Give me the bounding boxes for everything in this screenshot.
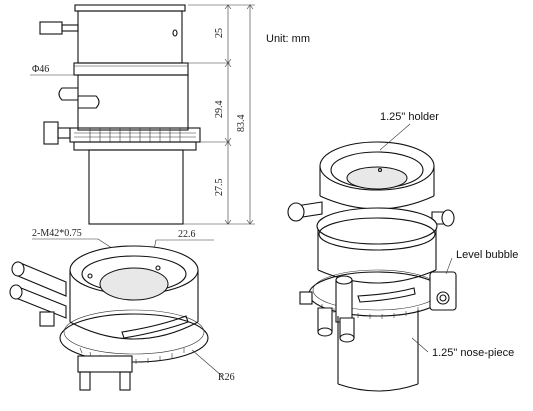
dim-diameter: Φ46 <box>32 64 49 75</box>
callout-holder: 1.25" holder <box>380 111 439 123</box>
dim-inner: 22.6 <box>178 229 196 240</box>
nosepiece-tube <box>88 149 184 225</box>
iso-view-right: 1.25" holder Level bubble <box>287 111 518 392</box>
iso-view-left: 2-M42*0.75 22.6 <box>9 228 235 391</box>
top-cylinder <box>77 10 183 64</box>
dim-thread: 2-M42*0.75 <box>32 228 82 239</box>
dim-radius: R26 <box>218 372 235 383</box>
base-ring <box>59 313 209 363</box>
callout-bubble: Level bubble <box>456 249 518 261</box>
left-body-walls <box>69 270 199 322</box>
dim-mid-height: 29.4 <box>214 101 225 119</box>
callout-nosepiece: 1.25" nose-piece <box>432 347 514 359</box>
mid-ring-top <box>316 207 438 245</box>
screw-left <box>39 311 55 327</box>
top-knob <box>39 21 63 35</box>
slot <box>121 315 189 339</box>
dim-total-height: 83.4 <box>236 115 247 133</box>
holder-bore <box>346 166 408 190</box>
level-bubble-housing <box>429 271 457 311</box>
nosepiece-walls <box>337 310 419 384</box>
top-rim <box>74 4 186 12</box>
unit-label: Unit: mm <box>266 33 310 45</box>
mid-body <box>77 74 189 131</box>
dim-bottom-height: 27.5 <box>214 179 225 197</box>
dim-top-height: 25 <box>214 28 225 38</box>
top-knob-stem <box>61 24 79 32</box>
clamp-knob <box>43 121 59 145</box>
bottom-clamp <box>77 355 133 373</box>
front-knob-top <box>335 279 353 323</box>
set-screw-hole <box>172 29 178 37</box>
holder-walls <box>319 166 435 196</box>
side-view: 25 29.4 27.5 83.4 Φ46 <box>30 4 255 225</box>
mid-ring <box>73 62 189 76</box>
level-bubble <box>436 291 450 305</box>
side-bracket-upper <box>58 87 78 101</box>
screw-right <box>299 291 313 305</box>
bore <box>99 267 169 301</box>
